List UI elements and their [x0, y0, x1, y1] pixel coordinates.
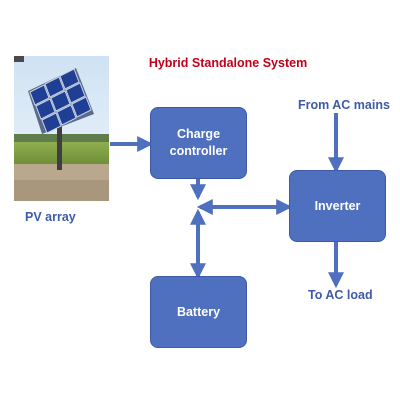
- inverter-block: Inverter: [289, 170, 386, 242]
- from-ac-mains-label: From AC mains: [298, 98, 390, 112]
- solar-panel-photo-icon: [14, 56, 109, 201]
- pv-array-label: PV array: [25, 210, 76, 224]
- to-ac-load-label: To AC load: [308, 288, 373, 302]
- battery-block: Battery: [150, 276, 247, 348]
- diagram-title: Hybrid Standalone System: [148, 56, 308, 70]
- charge-controller-block: Charge controller: [150, 107, 247, 179]
